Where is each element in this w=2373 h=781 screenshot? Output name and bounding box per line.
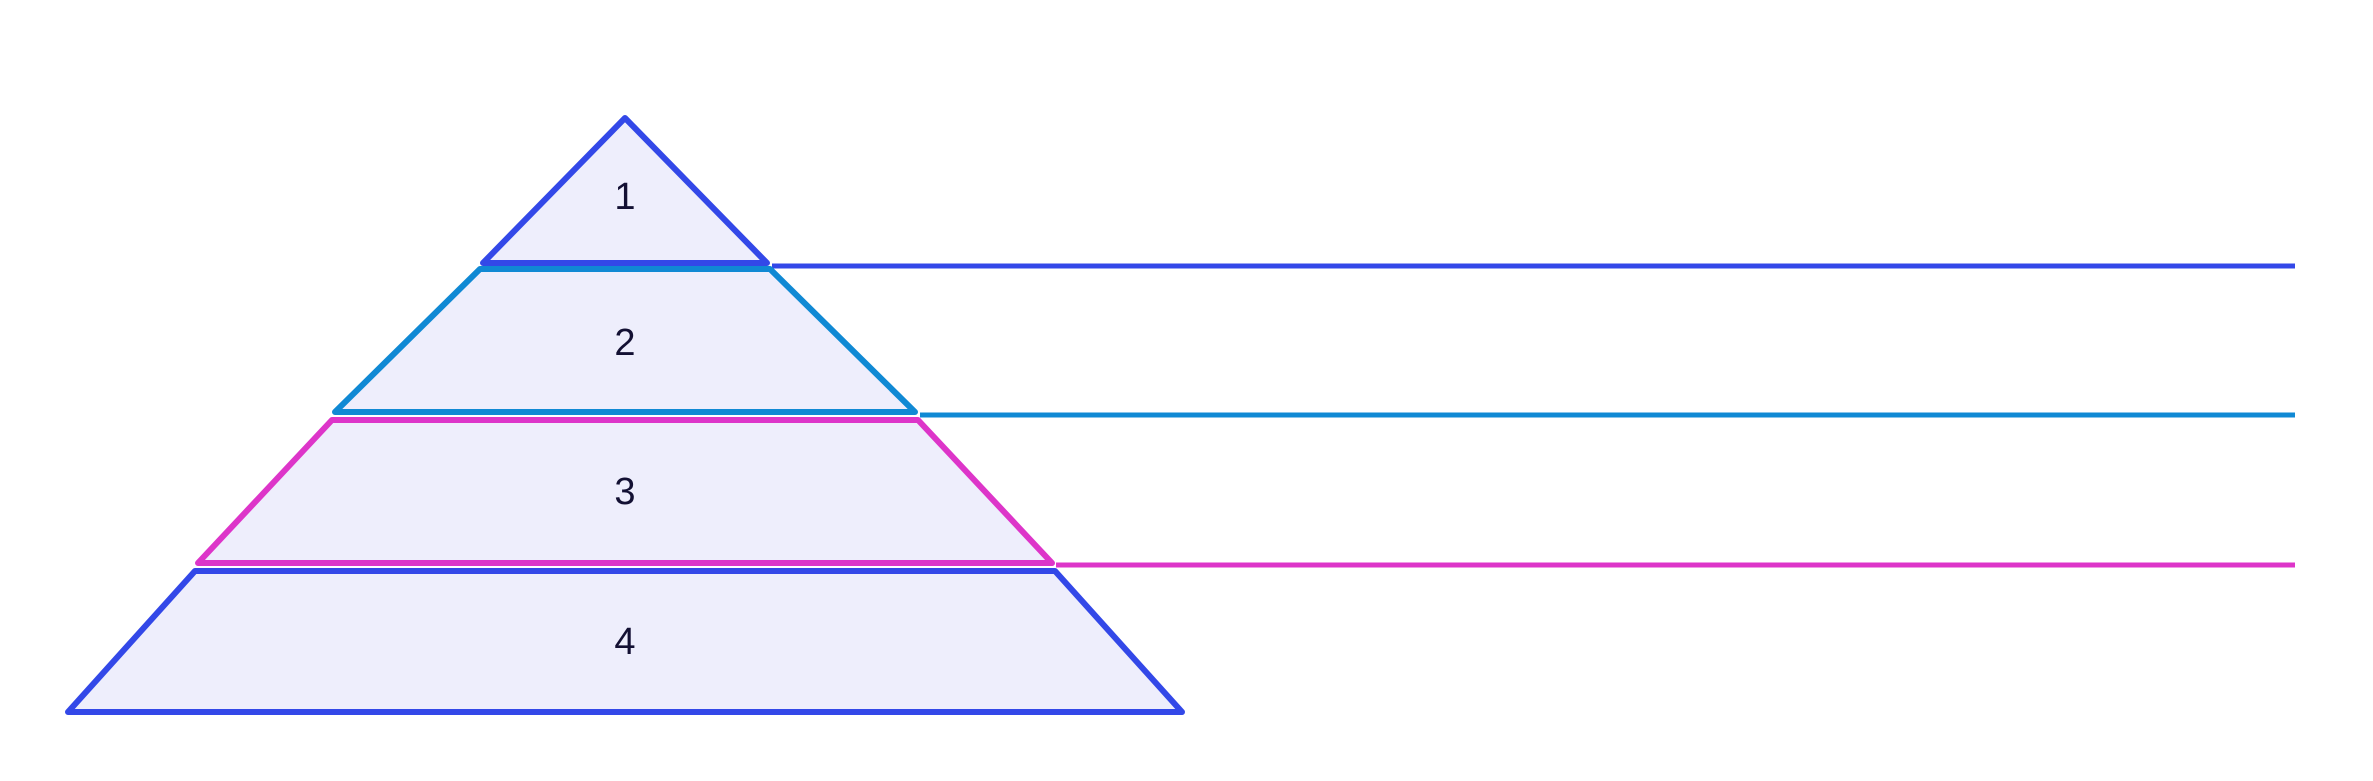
pyramid-level-2[interactable]: 2 (332, 266, 918, 415)
pyramid-level-1-shape[interactable] (480, 115, 770, 266)
pyramid-level-4-label: 4 (614, 621, 635, 663)
pyramid-level-4[interactable]: 4 (65, 568, 1185, 715)
pyramid-level-2-label: 2 (614, 322, 635, 364)
connector-lines (772, 263, 2295, 568)
pyramid-level-1[interactable]: 1 (480, 115, 770, 266)
pyramid-level-3-shape[interactable] (195, 417, 1055, 566)
pyramid-level-2-shape[interactable] (332, 266, 918, 415)
pyramid-level-1-label: 1 (614, 176, 635, 218)
pyramid-level-3[interactable]: 3 (195, 417, 1055, 566)
pyramid-level-3-label: 3 (614, 471, 635, 513)
pyramid-level-4-shape[interactable] (65, 568, 1185, 715)
